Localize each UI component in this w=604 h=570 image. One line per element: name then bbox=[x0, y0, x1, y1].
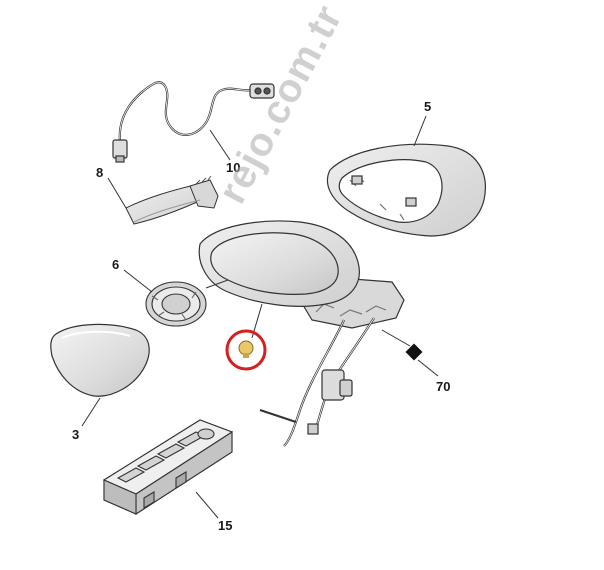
leader-6b bbox=[205, 279, 229, 289]
leader-lines bbox=[81, 115, 439, 519]
leader-8 bbox=[107, 177, 127, 209]
leader-5 bbox=[413, 115, 427, 147]
mirror-assembly-housing bbox=[198, 220, 405, 329]
highlighted-part-marker bbox=[225, 329, 267, 371]
callout-5: 5 bbox=[424, 99, 432, 114]
callout-3: 3 bbox=[72, 427, 80, 442]
part-10-wiring-harness bbox=[112, 81, 275, 163]
part-70-clip bbox=[405, 343, 423, 361]
part-15-switch-panel bbox=[102, 419, 234, 516]
callout-8: 8 bbox=[96, 165, 104, 180]
housing-wiring bbox=[259, 317, 375, 447]
part-6-actuator-motor bbox=[145, 281, 207, 327]
leader-15 bbox=[195, 491, 219, 519]
callout-10: 10 bbox=[226, 160, 241, 175]
callout-6: 6 bbox=[112, 257, 120, 272]
leader-70b bbox=[417, 359, 439, 377]
leader-3 bbox=[81, 397, 101, 427]
leader-70 bbox=[381, 329, 411, 347]
leader-10 bbox=[209, 129, 231, 161]
part-3-mirror-glass bbox=[50, 323, 150, 397]
part-5-mirror-cover bbox=[326, 143, 486, 237]
callout-15: 15 bbox=[218, 518, 233, 533]
leader-6 bbox=[123, 269, 153, 293]
callout-70: 70 bbox=[436, 379, 451, 394]
part-8-turn-signal-lens bbox=[125, 175, 219, 225]
